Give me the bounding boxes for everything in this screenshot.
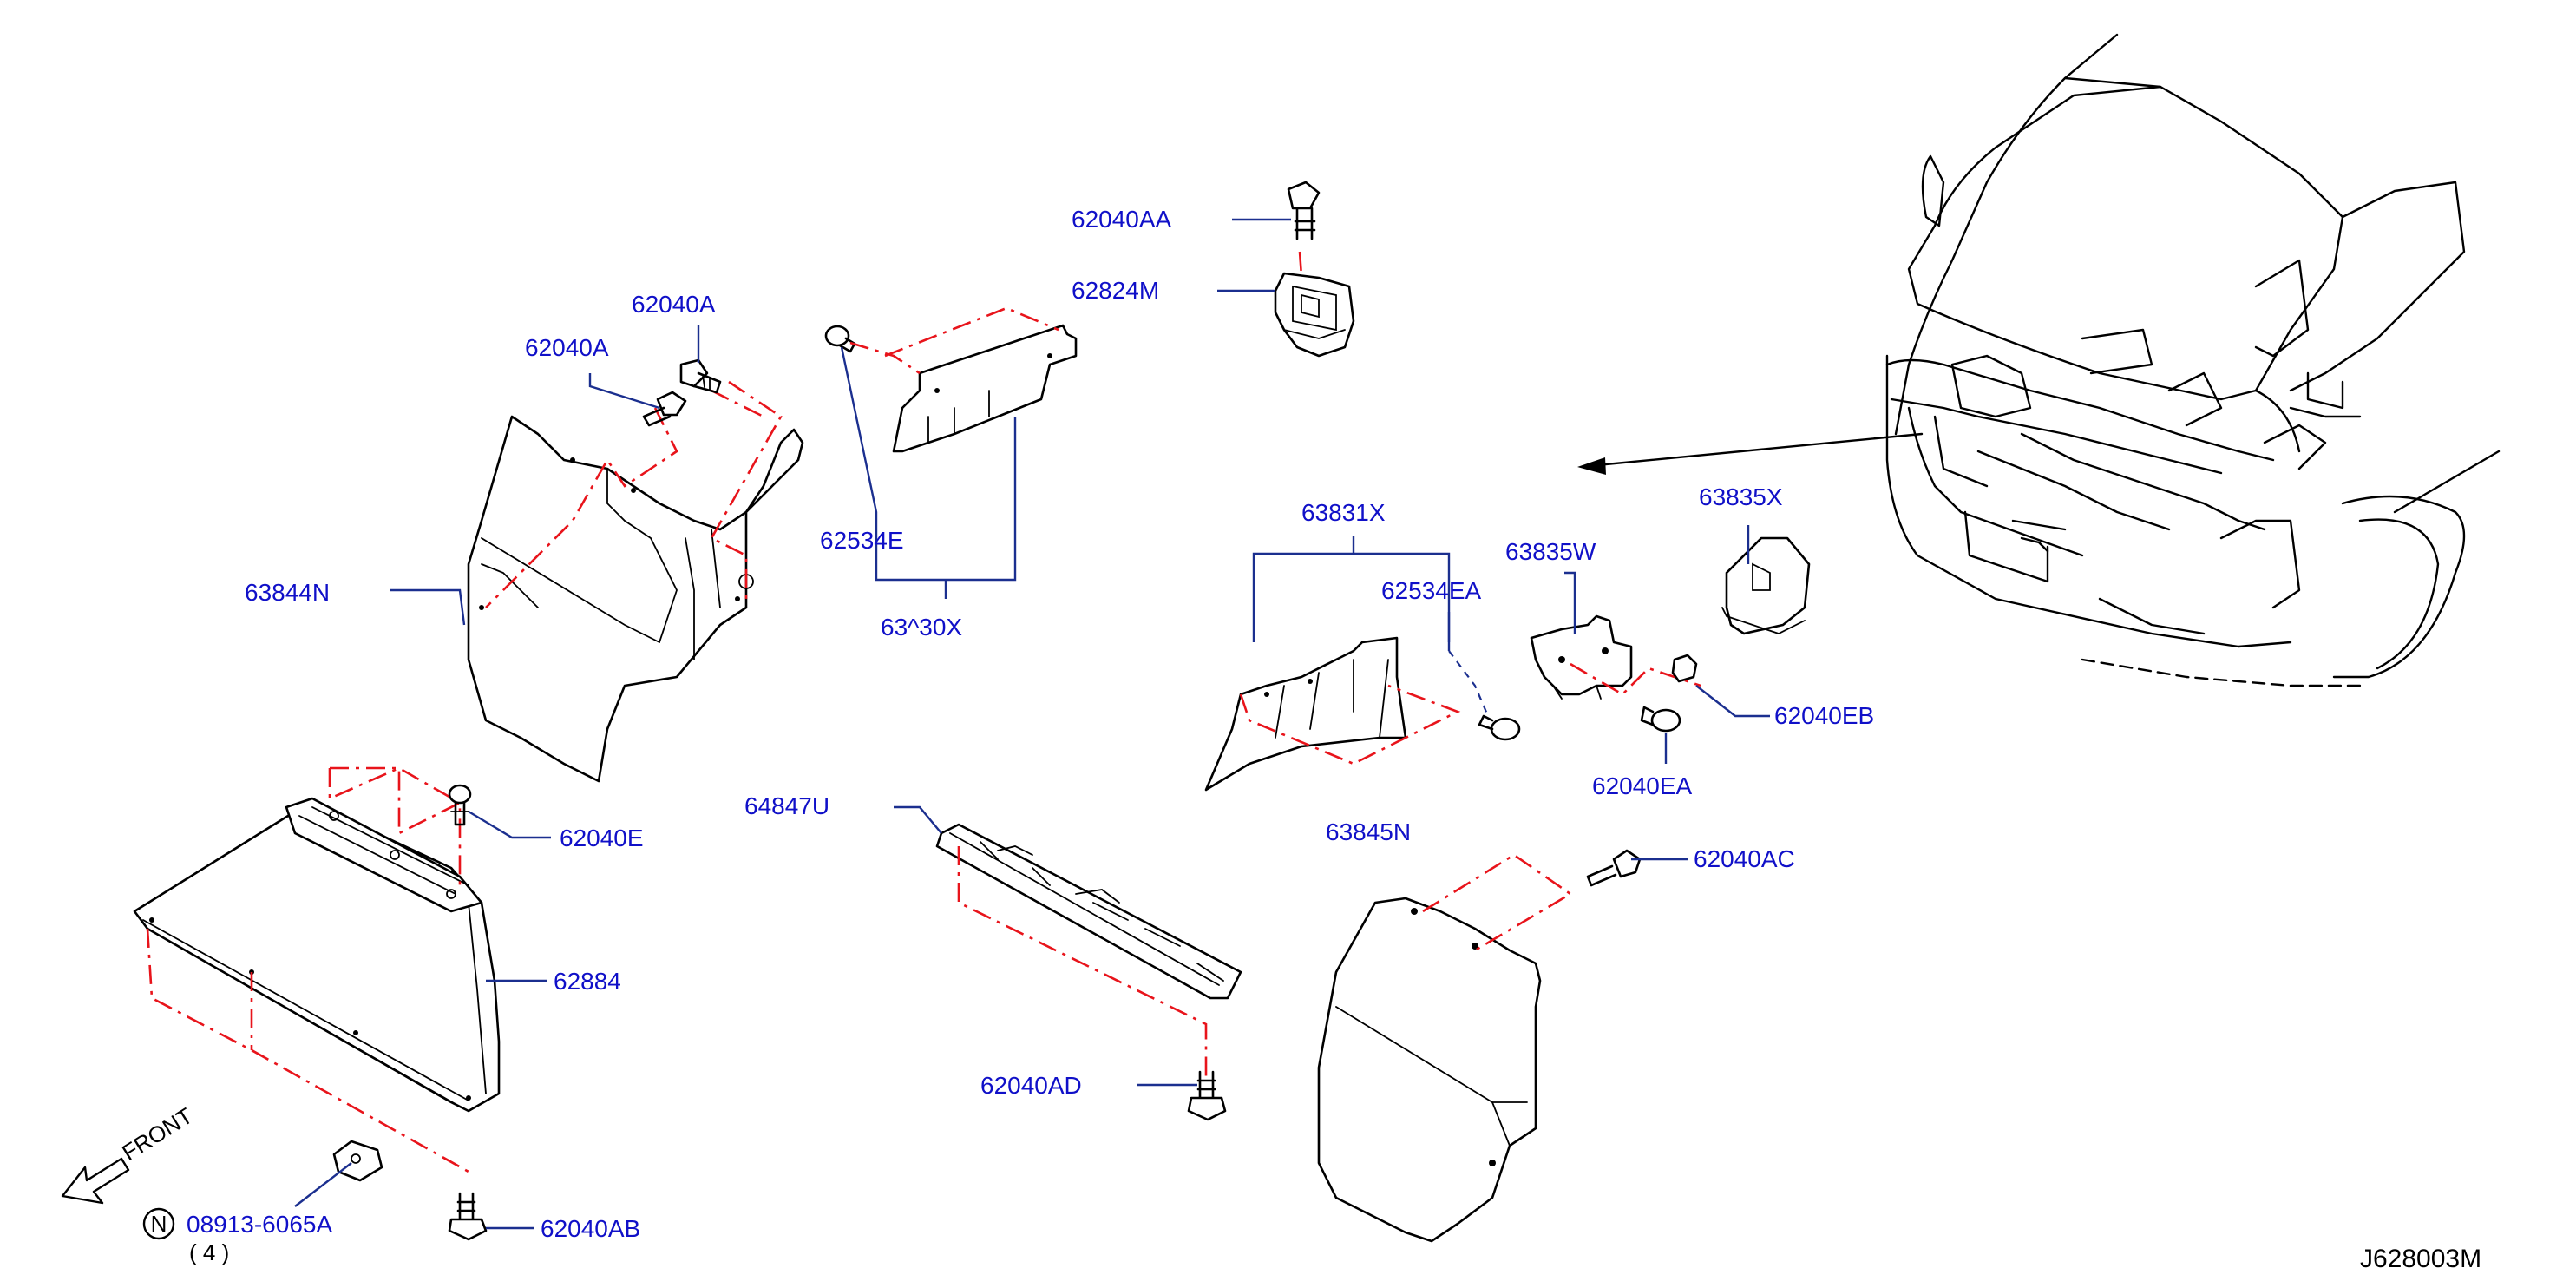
part-64847U[interactable] <box>935 823 1242 1000</box>
clip-62040E[interactable] <box>448 784 472 826</box>
label-quantity: ( 4 ) <box>189 1239 229 1265</box>
bolt-62040AA[interactable] <box>1287 181 1321 240</box>
n-circle-icon: N <box>142 1207 175 1240</box>
bolt-62040AC[interactable] <box>1586 849 1642 887</box>
label-63835W: 63835W <box>1505 538 1596 565</box>
red-dash-63830X <box>884 306 1059 358</box>
label-62040EB: 62040EB <box>1774 702 1874 729</box>
red-dash-63844N-b <box>710 380 783 599</box>
bolt-62040A-top[interactable] <box>679 358 722 394</box>
label-62824M: 62824M <box>1072 277 1159 304</box>
red-dash-63844N-c <box>711 389 764 418</box>
part-63835X[interactable] <box>1721 536 1811 635</box>
part-62824M[interactable] <box>1274 272 1355 358</box>
part-63831X[interactable] <box>1204 636 1407 792</box>
diagram-code: J628003M <box>2360 1245 2481 1273</box>
red-dash-64847U <box>957 846 1208 1076</box>
part-63830X[interactable] <box>892 324 1078 453</box>
bolt-62534E[interactable] <box>824 325 856 353</box>
blue-dash-62534EA <box>1448 650 1490 717</box>
label-62534EA: 62534EA <box>1381 577 1482 604</box>
label-62040AD: 62040AD <box>980 1072 1082 1099</box>
red-dash-63844N-a <box>485 407 678 608</box>
bolt-62040A-left[interactable] <box>642 391 687 427</box>
label-63835X: 63835X <box>1699 483 1783 510</box>
label-63845N: 63845N <box>1326 818 1411 845</box>
clip-62040EB[interactable] <box>1671 654 1698 683</box>
red-dash-62884-d <box>330 766 461 805</box>
clip-62040EA[interactable] <box>1640 706 1681 733</box>
nut-08913-6065A[interactable] <box>332 1140 383 1182</box>
red-dash-62884-c <box>328 766 462 885</box>
label-64847U: 64847U <box>744 792 829 819</box>
svg-text:N: N <box>151 1211 167 1237</box>
front-label: FRONT <box>117 1102 197 1166</box>
vehicle-callout-arrow <box>1586 432 1924 468</box>
red-dash-62824M <box>1298 251 1303 277</box>
red-dash-63831X <box>1239 684 1461 766</box>
label-62040AA: 62040AA <box>1072 206 1172 233</box>
clip-62534EA[interactable] <box>1478 714 1521 741</box>
part-62884[interactable] <box>133 797 501 1113</box>
part-63845N[interactable] <box>1317 897 1542 1243</box>
bolt-62040AB[interactable] <box>448 1192 488 1241</box>
bolt-62040AD[interactable] <box>1187 1070 1227 1121</box>
label-08913-6065A: 08913-6065A <box>187 1211 332 1238</box>
red-dash-62884-a <box>146 928 469 1173</box>
vehicle-outline <box>1885 33 2501 687</box>
label-63844N: 63844N <box>245 579 330 606</box>
label-62534E: 62534E <box>820 527 904 554</box>
front-arrow-icon <box>61 1157 130 1205</box>
label-63830X: 63^30X <box>881 614 962 641</box>
label-62040EA: 62040EA <box>1592 772 1693 799</box>
label-62040A-left: 62040A <box>525 334 609 361</box>
label-62040A-top: 62040A <box>632 291 716 318</box>
part-63835W[interactable] <box>1530 614 1633 700</box>
leader-lines <box>294 218 1770 1230</box>
red-dash-63845N <box>1422 853 1573 952</box>
label-62884: 62884 <box>554 968 621 995</box>
label-63831X: 63831X <box>1301 499 1386 526</box>
part-63844N[interactable] <box>467 415 804 783</box>
label-62040AB: 62040AB <box>541 1215 640 1242</box>
label-62040E: 62040E <box>560 825 644 851</box>
vehicle-callout-arrowhead <box>1577 457 1606 475</box>
red-dash-62534E <box>849 341 921 375</box>
label-62040AC: 62040AC <box>1694 845 1795 872</box>
